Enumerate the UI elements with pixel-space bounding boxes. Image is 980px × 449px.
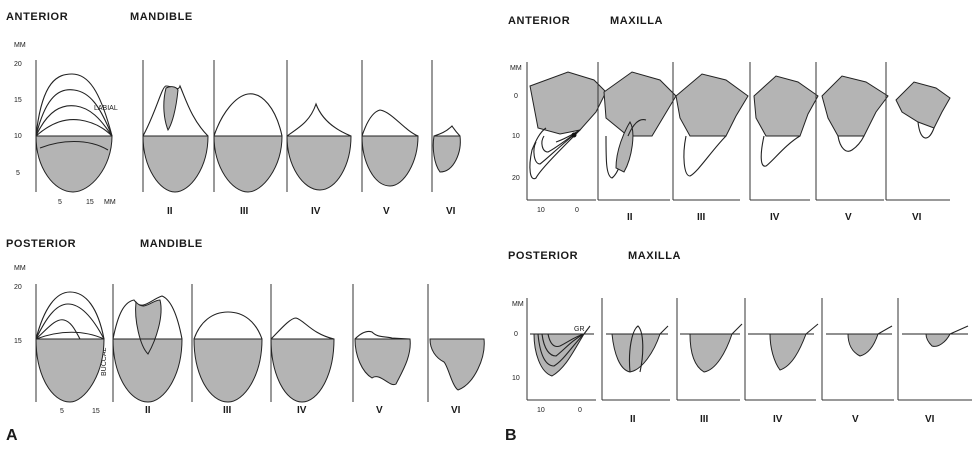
diagram-anterior-maxilla-stage-1 xyxy=(526,62,607,201)
y-tick: 20 xyxy=(512,175,520,182)
stage-label: II xyxy=(167,206,173,217)
posterior-mandible-title-left: POSTERIOR xyxy=(6,238,76,250)
diagram-anterior-maxilla-stage-5 xyxy=(815,62,889,201)
diagram-posterior-mandible-stage-2 xyxy=(112,284,183,403)
anterior-maxilla-title-right: MAXILLA xyxy=(610,15,663,27)
diagram-anterior-mandible-stage-5 xyxy=(361,60,419,192)
y-tick: 5 xyxy=(16,170,20,177)
diagram-posterior-mandible-stage-5 xyxy=(352,284,411,402)
diagram-anterior-mandible-stage-2 xyxy=(142,60,209,193)
x-tick: 0 xyxy=(578,407,582,414)
gr-label: GR xyxy=(574,326,585,333)
y-tick: 0 xyxy=(514,331,518,338)
y-tick: 15 xyxy=(14,97,22,104)
diagram-anterior-mandible-stage-4 xyxy=(286,60,352,192)
stage-label: II xyxy=(630,414,636,425)
panel-posterior-maxilla: POSTERIOR MAXILLA MM 0 10 10 0 GR xyxy=(508,250,972,425)
diagram-anterior-mandible-stage-6 xyxy=(431,60,461,192)
diagram-anterior-maxilla-stage-3 xyxy=(672,62,749,201)
anterior-mandible-title-left: ANTERIOR xyxy=(6,11,68,23)
y-tick: 0 xyxy=(514,93,518,100)
y-tick: 10 xyxy=(512,133,520,140)
x-tick: 10 xyxy=(537,207,545,214)
x-tick: 15 xyxy=(92,408,100,415)
stage-label: VI xyxy=(912,212,922,223)
y-tick: 20 xyxy=(14,61,22,68)
x-tick: 15 xyxy=(86,199,94,206)
diagram-posterior-maxilla-stage-6 xyxy=(897,298,972,401)
stage-label: V xyxy=(383,206,390,217)
x-tick: MM xyxy=(104,199,116,206)
x-tick: 5 xyxy=(58,199,62,206)
diagram-posterior-maxilla-stage-2 xyxy=(601,298,670,401)
y-tick: 20 xyxy=(14,284,22,291)
stage-label: IV xyxy=(297,405,307,416)
panel-posterior-mandible: POSTERIOR MANDIBLE MM 20 15 5 15 BUCCAL xyxy=(6,238,485,416)
anterior-mandible-title-right: MANDIBLE xyxy=(130,11,193,23)
stage-label: IV xyxy=(773,414,783,425)
panel-anterior-maxilla: ANTERIOR MAXILLA MM 0 10 20 10 0 xyxy=(508,15,951,223)
stage-label: IV xyxy=(770,212,780,223)
posterior-mandible-unit: MM xyxy=(14,265,26,272)
x-tick: 0 xyxy=(575,207,579,214)
posterior-maxilla-unit: MM xyxy=(512,301,524,308)
panel-anterior-mandible: ANTERIOR MANDIBLE MM 20 15 10 5 5 15 MM … xyxy=(6,11,461,217)
y-tick: 15 xyxy=(14,338,22,345)
stage-label: II xyxy=(145,405,151,416)
x-tick: 5 xyxy=(60,408,64,415)
stage-label: VI xyxy=(925,414,935,425)
stage-label: V xyxy=(376,405,383,416)
figure-letter-a: A xyxy=(6,427,18,444)
stage-label: VI xyxy=(446,206,456,217)
anterior-maxilla-title-left: ANTERIOR xyxy=(508,15,570,27)
y-tick: 10 xyxy=(14,133,22,140)
posterior-mandible-title-right: MANDIBLE xyxy=(140,238,203,250)
stage-label: II xyxy=(627,212,633,223)
stage-label: III xyxy=(697,212,706,223)
diagram-anterior-maxilla-stage-2 xyxy=(597,62,677,201)
y-tick: 10 xyxy=(512,375,520,382)
diagram-posterior-mandible-stage-3 xyxy=(191,284,263,403)
x-tick: 10 xyxy=(537,407,545,414)
labial-label: LABIAL xyxy=(94,105,118,112)
diagram-posterior-maxilla-stage-5 xyxy=(821,298,894,401)
diagram-posterior-maxilla-stage-4 xyxy=(744,298,819,401)
stage-label: V xyxy=(845,212,852,223)
anterior-maxilla-unit: MM xyxy=(510,65,522,72)
buccal-label: BUCCAL xyxy=(101,347,108,376)
stage-label: III xyxy=(700,414,709,425)
diagram-anterior-maxilla-stage-4 xyxy=(749,62,819,201)
diagram-posterior-maxilla-stage-3 xyxy=(676,298,743,401)
stage-label: IV xyxy=(311,206,321,217)
diagram-anterior-mandible-stage-1 xyxy=(35,60,113,193)
diagram-anterior-maxilla-stage-6 xyxy=(885,62,951,201)
diagram-anterior-mandible-stage-3 xyxy=(213,60,283,193)
stage-label: VI xyxy=(451,405,461,416)
anterior-mandible-unit: MM xyxy=(14,42,26,49)
stage-label: III xyxy=(240,206,249,217)
posterior-maxilla-title-right: MAXILLA xyxy=(628,250,681,262)
figure-letter-b: B xyxy=(505,427,517,444)
diagram-posterior-mandible-stage-1 xyxy=(35,284,105,403)
stage-label: V xyxy=(852,414,859,425)
diagram-posterior-maxilla-stage-1 xyxy=(526,298,596,401)
diagram-posterior-mandible-stage-6 xyxy=(427,284,485,402)
stage-label: III xyxy=(223,405,232,416)
diagram-posterior-mandible-stage-4 xyxy=(270,284,335,403)
posterior-maxilla-title-left: POSTERIOR xyxy=(508,250,578,262)
